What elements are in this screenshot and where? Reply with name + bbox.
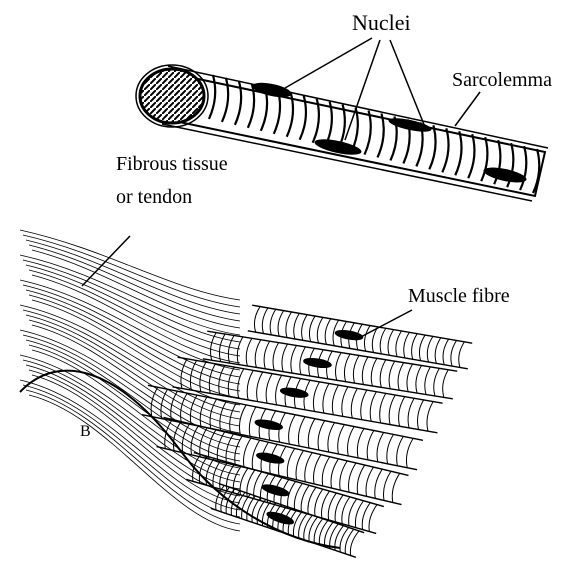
sarcolemma-leader-line [455,92,480,126]
tendon-strand [20,255,240,335]
bundle-fibre [172,357,442,433]
tendon-strand [29,395,240,531]
bundle-fibre [203,331,457,399]
nucleus-mark [280,386,309,399]
tendon-strand [26,240,240,314]
label-fibrous-tissue-line1: Fibrous tissue [116,153,228,175]
tendon-strand [23,360,240,482]
label-muscle-fibre: Muscle fibre [408,285,510,307]
label-nuclei: Nuclei [352,10,411,35]
muscle-fibre-bundle [20,230,472,557]
nucleus-mark [303,357,332,369]
tendon-strand [32,250,240,328]
fibrous-tissue-leader-line [82,236,130,286]
tendon-strand [29,370,240,496]
label-panel-b: B [80,423,91,440]
fibre-cut-end [140,69,204,123]
single-muscle-fibre [136,38,548,201]
label-sarcolemma: Sarcolemma [452,69,552,91]
label-fibrous-tissue-line2: or tendon [116,186,192,208]
nucleus-mark [266,510,295,527]
